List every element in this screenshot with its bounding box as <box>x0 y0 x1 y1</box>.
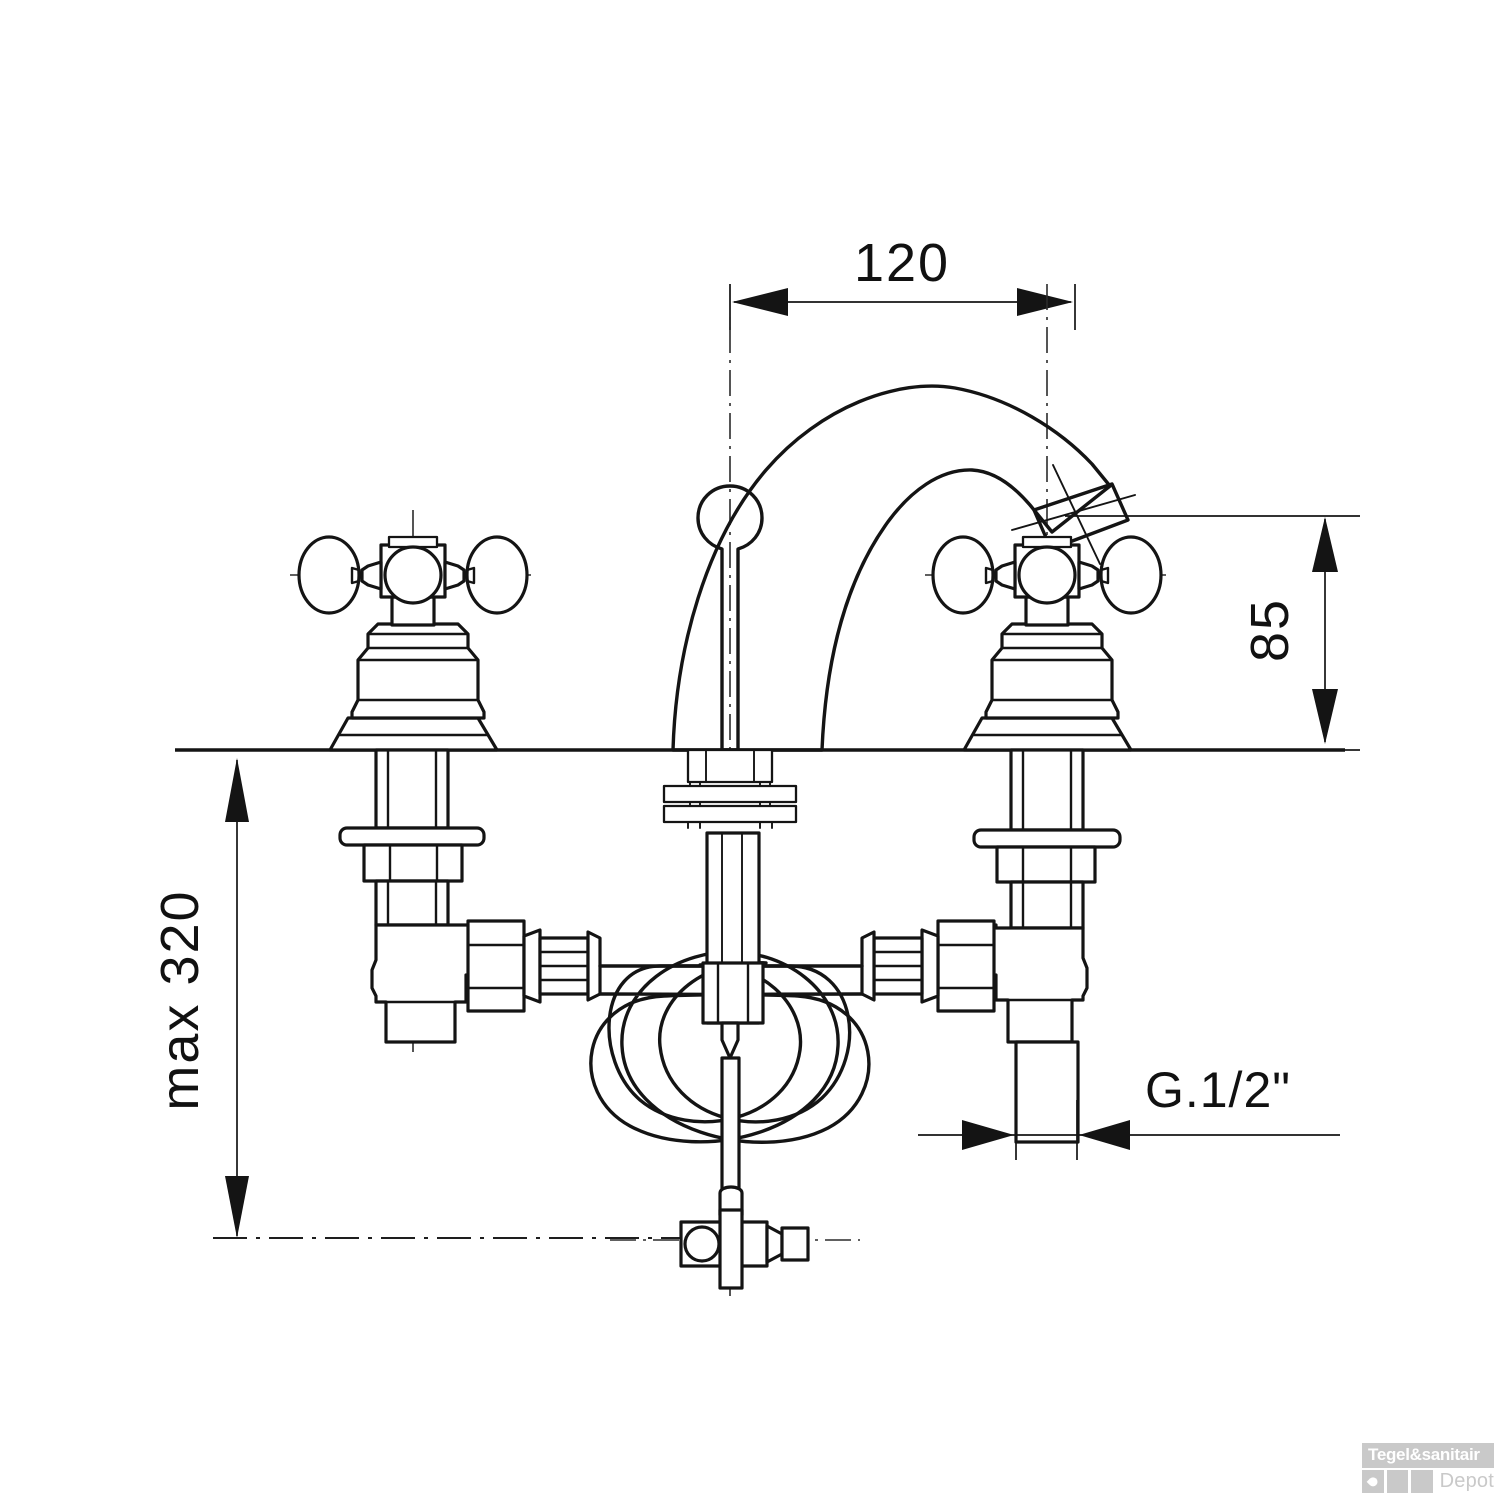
pop-up-waste-clevis <box>679 1185 810 1290</box>
right-handle-arm-left <box>994 560 1017 591</box>
cross-handle-valve-left <box>297 535 529 752</box>
dimension-thread <box>918 1100 1340 1160</box>
dimension-label-max-320: max 320 <box>150 889 210 1110</box>
dimension-label-thread: G.1/2" <box>1145 1062 1291 1118</box>
right-lock-nut <box>995 845 1097 884</box>
right-handle-knob-left <box>931 535 995 615</box>
clevis-fin <box>718 1208 744 1290</box>
left-knob-collar-right <box>465 566 476 585</box>
droplet-icon <box>1362 1470 1384 1493</box>
dimension-120 <box>729 284 1076 330</box>
watermark-square-2 <box>1386 1470 1409 1493</box>
dimension-label-85: 85 <box>1240 598 1300 662</box>
arrow-right-thread <box>1079 1120 1130 1150</box>
left-sleeve-end <box>586 930 602 1002</box>
right-sleeve-end <box>860 930 876 1002</box>
clevis-taper <box>765 1224 784 1264</box>
spout-washer-1 <box>662 784 798 804</box>
arrow-bottom-85 <box>1312 689 1338 744</box>
watermark-second-row: Depot <box>1362 1470 1494 1493</box>
left-crosshead-hub <box>383 545 443 605</box>
lift-rod-lower <box>720 1056 741 1195</box>
aerator-centerline-b <box>1011 494 1136 531</box>
arrow-top-85 <box>1312 517 1338 572</box>
watermark-brand-bar: Tegel&sanitair <box>1362 1443 1494 1468</box>
watermark-square-3 <box>1411 1470 1433 1493</box>
left-valve-body <box>350 622 486 720</box>
right-valve-shank <box>860 748 1122 1144</box>
aerator-centerline-a <box>1052 464 1101 565</box>
right-crosshead-hub <box>1017 545 1077 605</box>
left-lock-nut <box>362 843 464 883</box>
right-knob-collar-right <box>1099 566 1110 585</box>
right-mount-washer <box>972 828 1122 849</box>
dimension-label-120: 120 <box>854 233 950 293</box>
watermark-depot-text: Depot <box>1439 1470 1495 1492</box>
spout-washer-2 <box>662 804 798 824</box>
arrow-right-120 <box>1017 288 1073 316</box>
spout-lower-nut <box>701 961 765 1025</box>
left-handle-knob-right <box>465 535 529 615</box>
left-handle-arm-right <box>443 560 466 591</box>
left-mount-washer <box>338 826 486 847</box>
lift-rod-taper <box>720 1021 740 1060</box>
left-outlet-nut <box>466 919 526 1013</box>
spout-thread-hatch <box>687 781 773 829</box>
right-knob-collar-left <box>984 566 995 585</box>
spout-top-collar <box>686 748 774 784</box>
left-handle-arm-left <box>360 560 383 591</box>
left-knob-collar-left <box>350 566 361 585</box>
clevis-rod-top <box>718 1185 744 1217</box>
right-outlet-nut <box>936 919 996 1013</box>
right-hose-ferrule <box>920 928 940 1004</box>
left-handle-knob-left <box>297 535 361 615</box>
right-valve-body <box>984 622 1120 720</box>
dimension-85 <box>1312 517 1338 744</box>
left-valve-shank <box>338 748 602 1044</box>
left-hose-ferrule <box>522 928 542 1004</box>
right-handle-knob-right <box>1099 535 1163 615</box>
dimension-max-320 <box>225 758 249 1238</box>
watermark-logo: Tegel&sanitair Depot <box>1362 1443 1494 1493</box>
clevis-end-nut <box>780 1226 810 1262</box>
cross-handle-valve-right <box>931 535 1163 752</box>
clevis-eye <box>683 1225 721 1263</box>
arrow-left-thread <box>962 1120 1014 1150</box>
right-handle-arm-right <box>1077 560 1100 591</box>
arrow-bottom-max320 <box>225 1176 249 1238</box>
right-supply-tail <box>1014 1040 1080 1144</box>
droplet-shape <box>1366 1474 1380 1488</box>
arrow-left-120 <box>732 288 788 316</box>
arrow-top-max320 <box>225 758 249 822</box>
